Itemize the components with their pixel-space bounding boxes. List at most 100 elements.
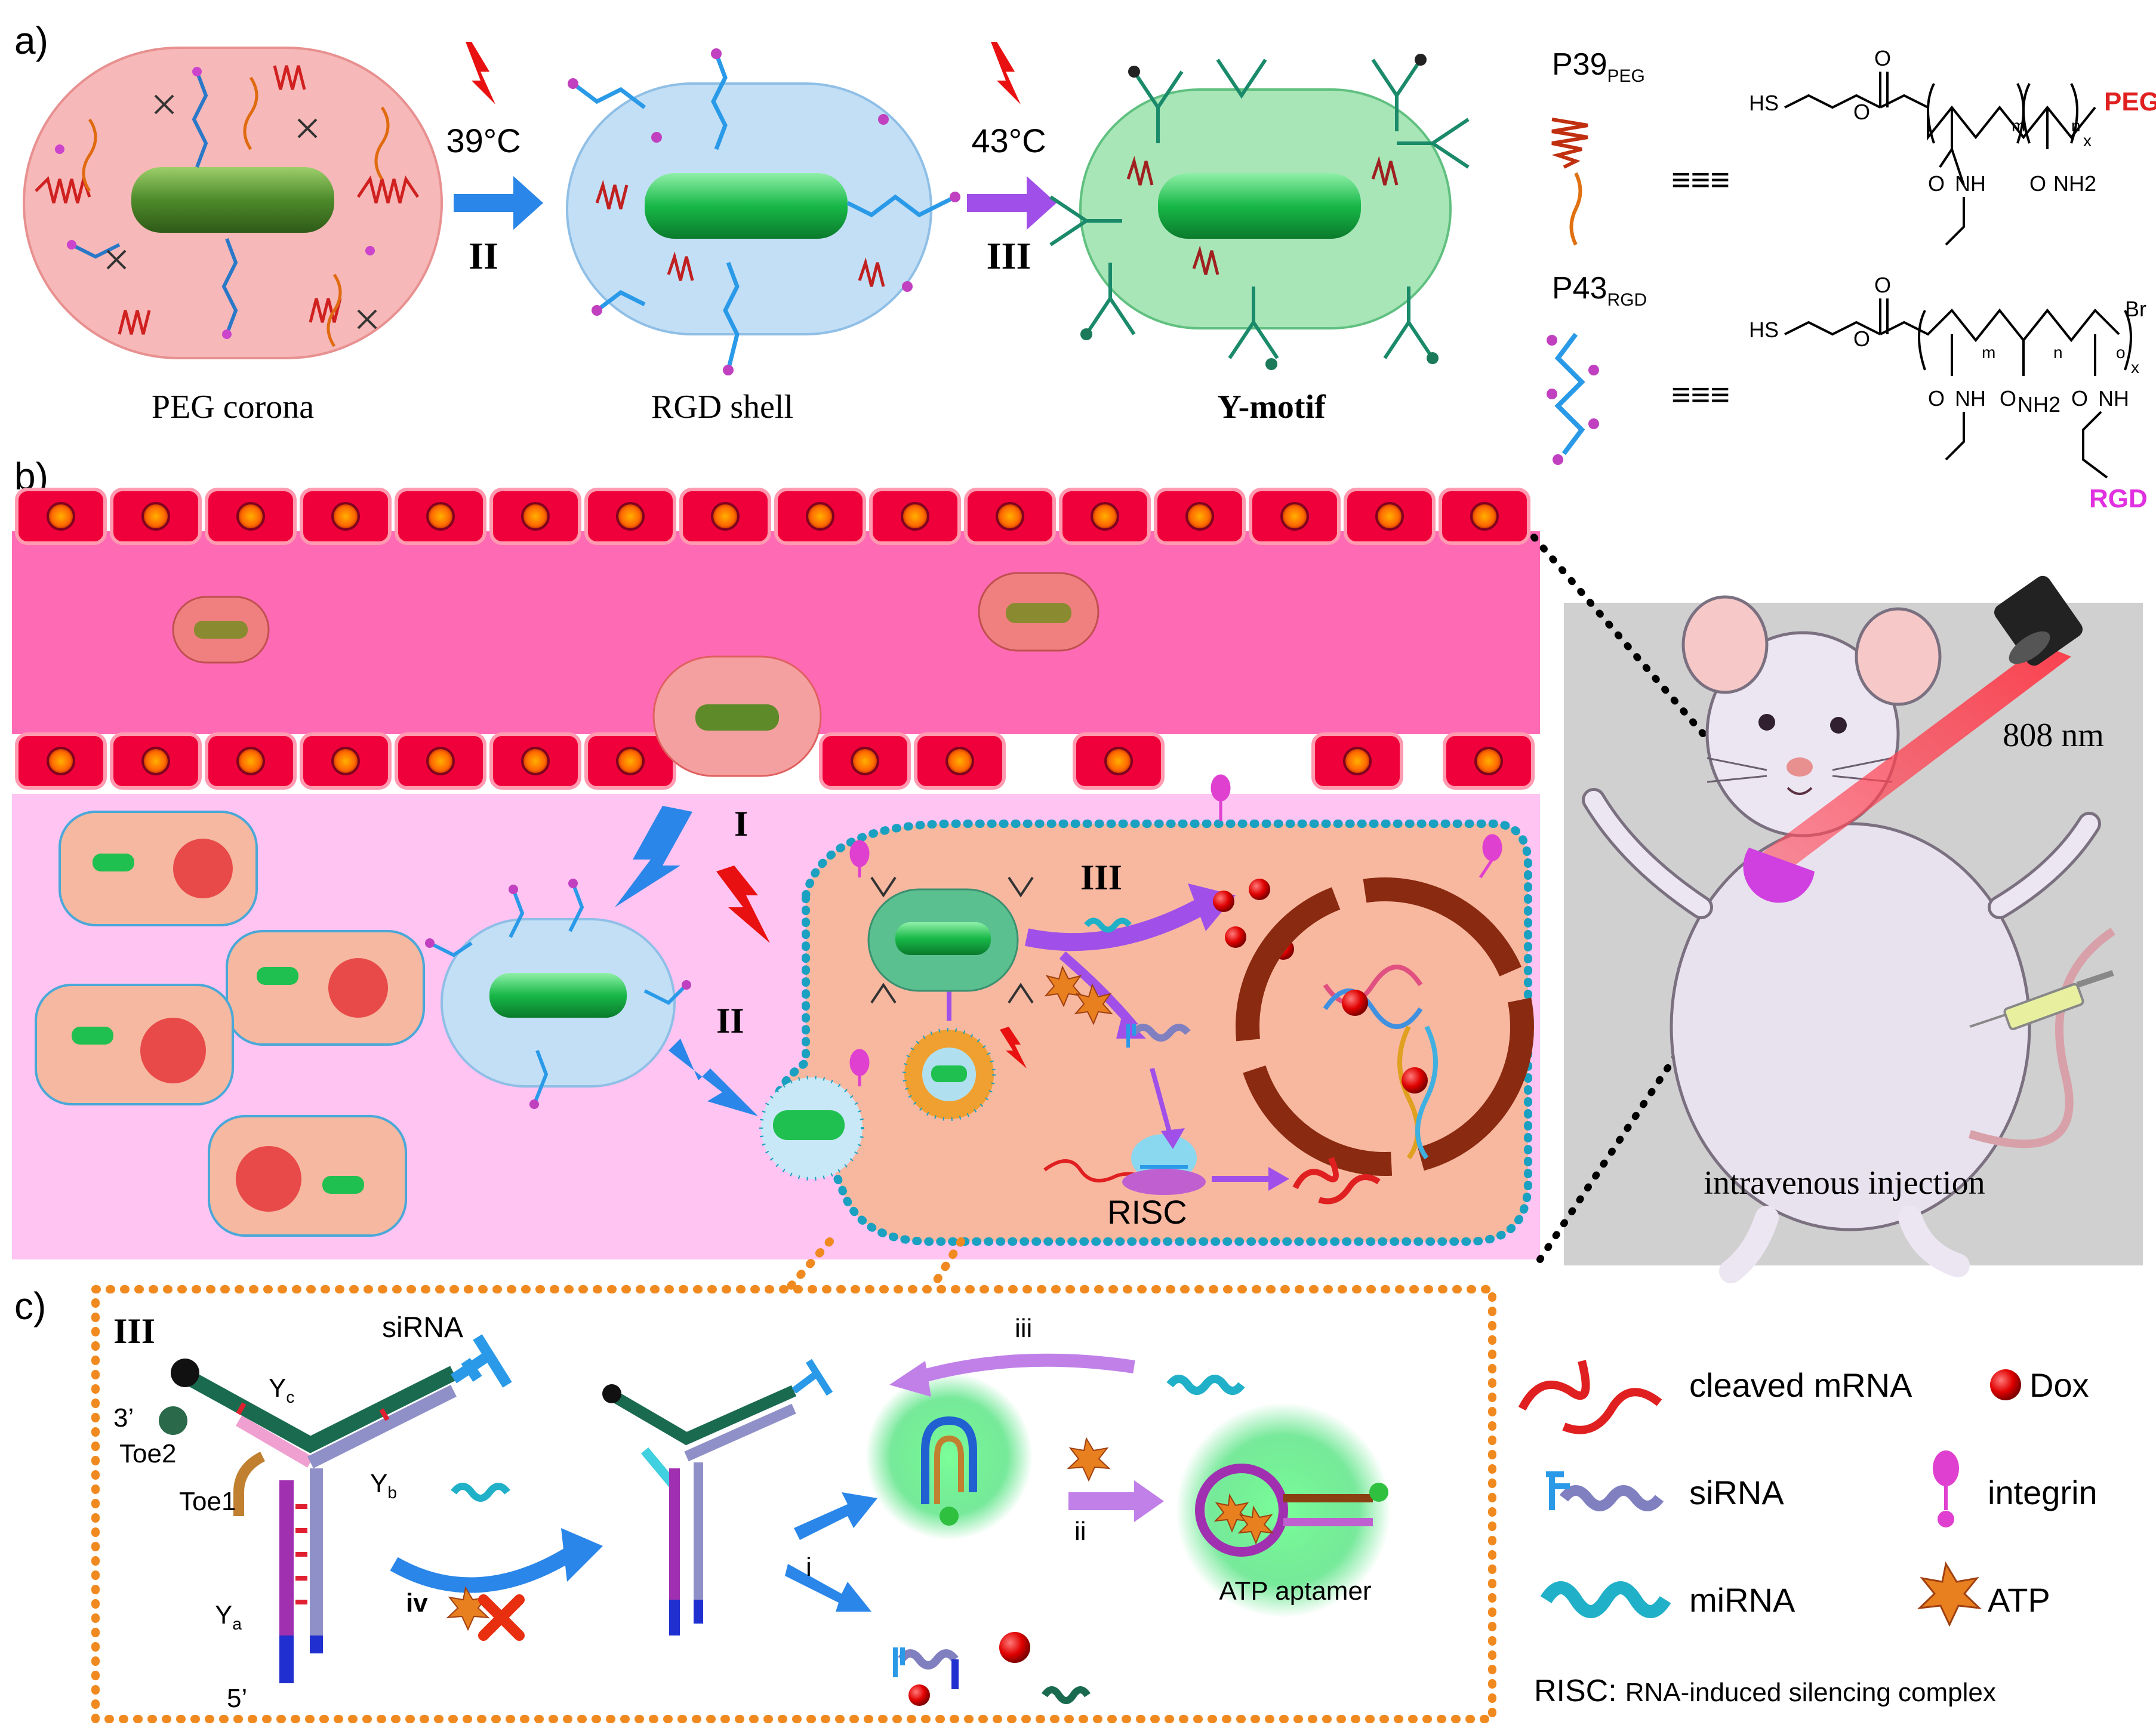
risc-label: RISC [1107, 1193, 1187, 1231]
endothelial-cell [774, 488, 866, 545]
endothelial-cell [300, 488, 392, 545]
p39-equivalence: ≡≡≡ [1671, 161, 1730, 198]
panel-c-roman-iii: III [113, 1311, 155, 1351]
dox-released-2 [908, 1684, 930, 1706]
endothelial-cell [964, 488, 1056, 545]
p43-n: n [2053, 343, 2063, 362]
endothelial-cell [1311, 732, 1403, 790]
gold-nanorod [1158, 173, 1361, 239]
dox-icon [1990, 1369, 2021, 1400]
release-arrow-branch [1059, 951, 1138, 1030]
mouse-illustration [1582, 595, 2115, 1283]
arrow-ii [1068, 1480, 1164, 1522]
yc-label: Yc [269, 1373, 294, 1406]
p43-hs: HS [1749, 318, 1779, 342]
lysosome-vesicle [903, 1028, 996, 1121]
sirna-label-c: siRNA [382, 1312, 463, 1344]
roman-iii-label: III [1080, 858, 1122, 897]
risc-complex [1043, 1134, 1206, 1195]
toe2-label: Toe2 [119, 1439, 176, 1468]
circulating-nanoparticle-1 [172, 596, 270, 664]
arrow-sirna-to-risc-head [1161, 1128, 1185, 1149]
dox-released-1 [999, 1632, 1030, 1663]
p39-o2: O [1853, 100, 1870, 124]
peg-corona-label: PEG corona [152, 389, 314, 426]
sirna-icon [1559, 1485, 1664, 1511]
atp-aptamer-complex [1176, 1403, 1391, 1618]
step-ii-arrow [454, 42, 543, 230]
extravasating-nanoparticle [652, 655, 822, 777]
laser-source [1761, 575, 2083, 877]
tumor-cell-1 [58, 811, 258, 926]
step2-roman: III [987, 235, 1031, 277]
i-label: i [806, 1553, 812, 1582]
atp-incoming [1067, 1437, 1111, 1482]
p39-o1: O [1874, 46, 1891, 70]
endothelial-cell [205, 488, 297, 545]
legend-atp-label: ATP [1988, 1581, 2050, 1619]
endothelial-cell [205, 732, 297, 790]
tumor-cell-4 [208, 1115, 407, 1237]
arrow-i-down [785, 1564, 871, 1612]
legend-dox: Dox [1990, 1366, 2089, 1404]
atp-aptamer-label: ATP aptamer [1219, 1576, 1371, 1606]
legend-dox-label: Dox [2029, 1366, 2089, 1404]
mirna-released [1084, 917, 1132, 933]
legend: cleaved mRNA Dox siRNA integrin miRNA AT… [1518, 1360, 2098, 1708]
atp-icon [1917, 1561, 1982, 1627]
strand-displacement-arrow-head [561, 1528, 603, 1582]
legend-mirna: miRNA [1540, 1581, 1795, 1619]
legend-mirna-label: miRNA [1689, 1581, 1795, 1619]
cleaved-mrna-icon [1518, 1360, 1590, 1411]
panel-c-dotted-box [91, 1237, 1496, 1723]
endothelial-cell [1439, 488, 1530, 545]
p39-name: P39PEG [1552, 47, 1645, 86]
peg-chain-icon [1551, 118, 1588, 246]
endothelial-cell [110, 488, 202, 545]
p43-o-sub: o [2116, 343, 2126, 362]
step2-temperature: 43°C [971, 122, 1046, 159]
p43-equivalence: ≡≡≡ [1671, 375, 1730, 413]
p43-end-rgd: RGD [2089, 484, 2148, 513]
endothelial-cell [489, 732, 581, 790]
p43-name: P43RGD [1552, 271, 1647, 310]
endothelial-cell [1073, 732, 1165, 790]
rgd-shell-label: RGD shell [651, 389, 793, 426]
legend-sirna-label: siRNA [1689, 1474, 1784, 1511]
polymer-p39-key: P39PEG ≡≡≡ HS O O m n x O NH O NH2 PEG [1551, 46, 2156, 246]
polymer-p43-key: P43RGD ≡≡≡ HS O O m n o x Br O NH O NH2 … [1547, 271, 2148, 513]
atp-blocked [446, 1586, 525, 1641]
arrow-sirna-to-risc [1150, 1067, 1172, 1135]
p43-o4: O [2000, 386, 2016, 411]
endothelial-cell [110, 732, 202, 790]
p39-nh: NH [1955, 171, 1986, 196]
p39-m: m [2012, 116, 2025, 135]
sirna-released [1126, 1024, 1191, 1048]
legend-integrin: integrin [1933, 1450, 2098, 1527]
ya-label: Ya [215, 1600, 242, 1633]
endothelial-cell [1344, 488, 1436, 545]
tumor-cell-2 [226, 930, 425, 1046]
p43-o3: O [1928, 386, 1945, 411]
tumor-site [1743, 848, 1815, 903]
p43-nh3: NH [2098, 386, 2129, 411]
p39-hs: HS [1749, 91, 1779, 115]
mirna-fragment [1042, 1686, 1091, 1704]
five-prime-label: 5’ [227, 1684, 247, 1713]
atp-released [1044, 965, 1113, 1025]
p39-nh2: NH2 [2053, 171, 2096, 196]
toe1-label: Toe1 [179, 1487, 236, 1516]
released-sirna-bottom [893, 1647, 959, 1689]
arrow-iii-head [889, 1361, 931, 1397]
panel-a-label: a) [14, 19, 48, 62]
p39-n: n [2071, 116, 2081, 135]
endothelial-cell [1154, 488, 1246, 545]
rgd-chain-icon [1547, 332, 1599, 465]
legend-cleaved-mrna: cleaved mRNA [1518, 1360, 1912, 1434]
injection-label: intravenous injection [1704, 1165, 1985, 1202]
p43-o1: O [1874, 273, 1891, 297]
legend-cleaved-mrna-label: cleaved mRNA [1689, 1366, 1912, 1404]
integrin-icon [1933, 1450, 1959, 1527]
endothelial-cell [584, 732, 676, 790]
